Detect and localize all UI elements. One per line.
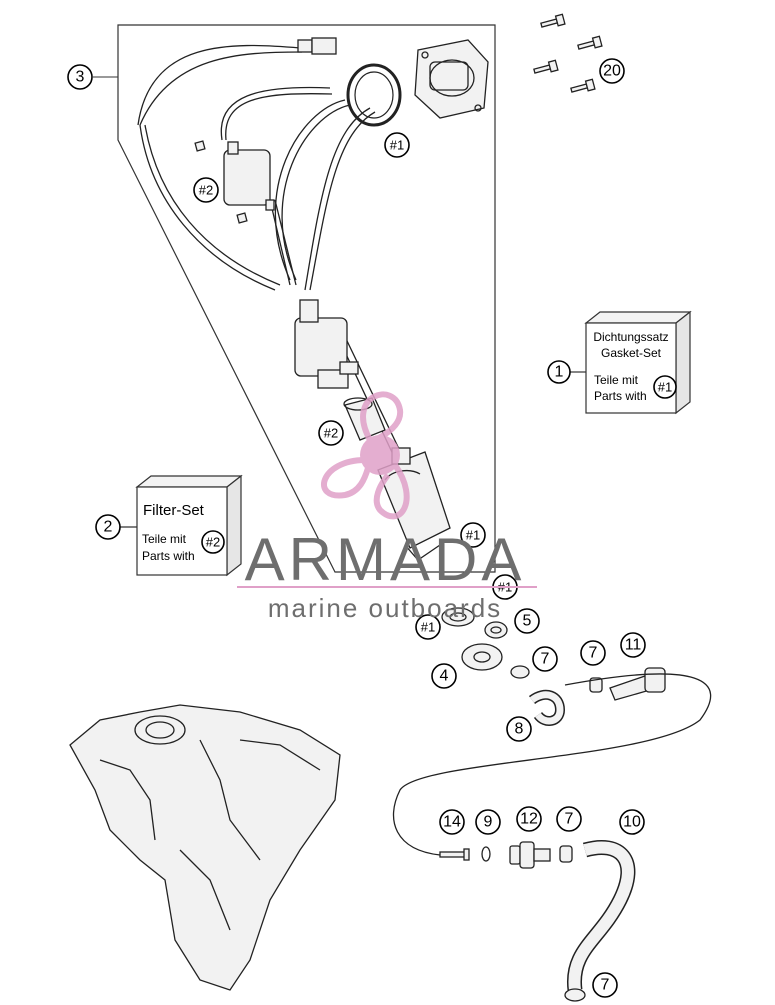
connector-12 <box>509 841 551 869</box>
callout-4: 4 <box>440 668 449 685</box>
elbow-hose-8 <box>528 689 566 726</box>
watermark-tagline: marine outboards <box>268 593 502 623</box>
gasket-disc <box>441 607 475 627</box>
gasket-set-box: Dichtungssatz Gasket-Set Teile mit Parts… <box>570 310 692 415</box>
watermark-brand: ARMADA <box>245 526 526 593</box>
hash1-callout-a: #1 <box>390 138 404 153</box>
clamp-7a <box>510 665 530 679</box>
hash2-callout-b: #2 <box>324 426 338 441</box>
fuel-hose-line <box>392 673 712 856</box>
clamp-7b <box>589 677 603 693</box>
washer-4 <box>461 643 503 671</box>
callout-12: 12 <box>520 811 538 828</box>
clamp-7c <box>559 845 573 863</box>
gasket-box-ref: #1 <box>658 380 672 395</box>
grommet-5 <box>484 621 508 639</box>
pin-14 <box>439 848 470 861</box>
hash2-callout-a: #2 <box>199 183 213 198</box>
pump-flange <box>414 39 489 119</box>
screws-20 <box>533 13 603 93</box>
filter-box-line1: Teile mit <box>142 532 187 546</box>
o-ring-9 <box>481 846 491 862</box>
fuel-tank <box>69 704 341 991</box>
armada-propeller-logo <box>321 391 410 520</box>
callout-9: 9 <box>484 814 493 831</box>
gasket-box-line2: Gasket-Set <box>601 346 662 360</box>
assembly-3-outline <box>117 24 496 573</box>
quick-coupling-11 <box>609 667 666 701</box>
filter-box-line2: Parts with <box>142 549 195 563</box>
gasket-box-line1: Dichtungssatz <box>593 330 668 344</box>
gasket-box-line3: Teile mit <box>594 373 639 387</box>
hash1-callout-b: #1 <box>466 528 480 543</box>
filter-box-ref: #2 <box>206 535 220 550</box>
inline-fuel-filter <box>194 140 275 224</box>
armada-watermark: ARMADA marine outboards <box>237 391 537 623</box>
callout-20: 20 <box>603 63 621 80</box>
gasket-box-line4: Parts with <box>594 389 647 403</box>
hash1-callout-d: #1 <box>421 620 435 635</box>
callout-5: 5 <box>523 613 532 630</box>
callout-7-a: 7 <box>541 651 550 668</box>
callout-11: 11 <box>625 637 642 654</box>
callout-1: 1 <box>555 364 564 381</box>
callout-2: 2 <box>104 519 113 536</box>
hose-10 <box>566 839 636 991</box>
callout-7-d: 7 <box>601 977 610 994</box>
pump-seal-ring <box>346 63 402 127</box>
pump-module <box>294 299 359 389</box>
callout-10: 10 <box>623 814 641 831</box>
callout-14: 14 <box>443 814 461 831</box>
callout-3: 3 <box>76 69 85 86</box>
callout-7-b: 7 <box>589 645 598 662</box>
callout-8: 8 <box>515 721 524 738</box>
clamp-7d <box>564 988 586 1002</box>
callout-7-c: 7 <box>565 811 574 828</box>
wire-connector <box>297 37 337 55</box>
filter-box-title: Filter-Set <box>143 502 205 519</box>
filter-set-box: Filter-Set Teile mit Parts with #2 <box>120 474 243 577</box>
